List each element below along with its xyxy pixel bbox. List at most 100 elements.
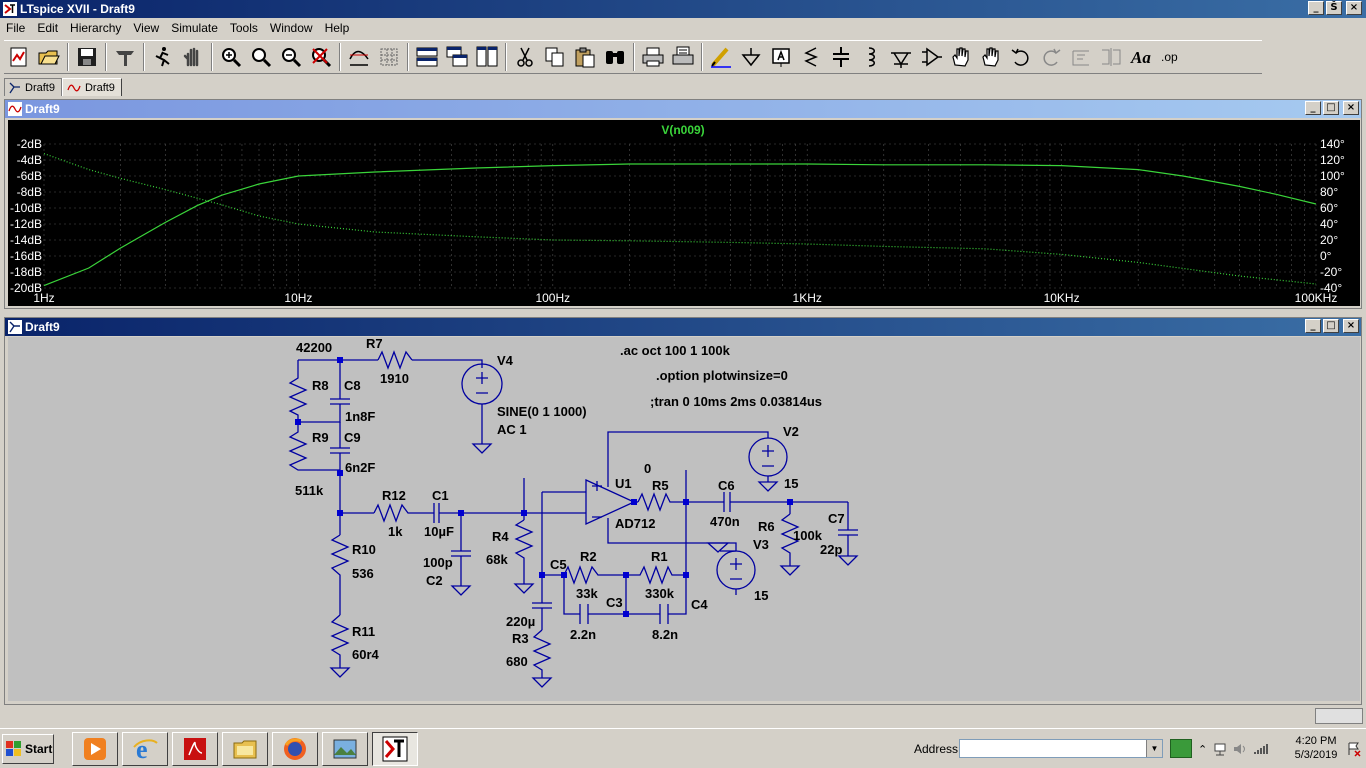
clock[interactable]: 4:20 PM 5/3/2019: [1290, 734, 1342, 762]
resistor-icon[interactable]: [796, 42, 826, 72]
component-label[interactable]: R3: [512, 631, 529, 646]
halt-icon[interactable]: [178, 42, 208, 72]
component-label[interactable]: AC 1: [497, 422, 527, 437]
schematic-close-button[interactable]: ×: [1343, 319, 1359, 333]
schematic-maximize-button[interactable]: □: [1323, 319, 1339, 333]
inductor-icon[interactable]: [856, 42, 886, 72]
acrobat-icon[interactable]: [172, 732, 218, 766]
start-button[interactable]: Start: [2, 734, 54, 764]
menu-edit[interactable]: Edit: [37, 21, 59, 35]
media-player-icon[interactable]: [72, 732, 118, 766]
cascade-icon[interactable]: [442, 42, 472, 72]
internet-explorer-icon[interactable]: e: [122, 732, 168, 766]
wire-icon[interactable]: [706, 42, 736, 72]
component-label[interactable]: U1: [615, 476, 632, 491]
component-label[interactable]: 33k: [576, 586, 598, 601]
file-explorer-icon[interactable]: [222, 732, 268, 766]
component-label[interactable]: R2: [580, 549, 597, 564]
component-label[interactable]: C6: [718, 478, 735, 493]
ltspice-icon[interactable]: [372, 732, 418, 766]
save-icon[interactable]: [72, 42, 102, 72]
menu-file[interactable]: File: [6, 21, 26, 35]
component-label[interactable]: R11: [352, 624, 375, 639]
speaker-icon[interactable]: [1233, 742, 1247, 756]
component-label[interactable]: 8.2n: [652, 627, 678, 642]
spice-directive[interactable]: ;tran 0 10ms 2ms 0.03814us: [650, 394, 822, 409]
restore-button[interactable]: Š: [1326, 1, 1342, 15]
plot-maximize-button[interactable]: □: [1323, 101, 1339, 115]
component-label[interactable]: 2.2n: [570, 627, 596, 642]
close-button[interactable]: ×: [1346, 1, 1362, 15]
component-label[interactable]: 536: [352, 566, 374, 581]
menu-tools[interactable]: Tools: [229, 21, 258, 35]
tab-waveform[interactable]: Draft9: [61, 78, 122, 96]
menu-simulate[interactable]: Simulate: [171, 21, 218, 35]
redo-icon[interactable]: [1036, 42, 1066, 72]
component-label[interactable]: R7: [366, 337, 383, 351]
component-label[interactable]: R10: [352, 542, 376, 557]
trace-label[interactable]: V(n009): [661, 123, 704, 137]
component-label[interactable]: AD712: [615, 516, 655, 531]
cut-icon[interactable]: [510, 42, 540, 72]
run-icon[interactable]: [148, 42, 178, 72]
component-label[interactable]: 10µF: [424, 524, 454, 539]
network-icon[interactable]: [1213, 742, 1227, 756]
component-label[interactable]: V4: [497, 353, 514, 368]
action-center-icon[interactable]: [1346, 741, 1362, 757]
component-label[interactable]: C1: [432, 488, 449, 503]
spice-directive[interactable]: .ac oct 100 1 100k: [620, 343, 731, 358]
component-label[interactable]: R1: [651, 549, 668, 564]
component-label[interactable]: 1k: [388, 524, 403, 539]
firefox-icon[interactable]: [272, 732, 318, 766]
open-icon[interactable]: [34, 42, 64, 72]
capacitor-icon[interactable]: [826, 42, 856, 72]
signal-icon[interactable]: [1253, 742, 1269, 756]
component-label[interactable]: 42200: [296, 340, 332, 355]
component-label[interactable]: SINE(0 1 1000): [497, 404, 587, 419]
address-go-icon[interactable]: [1170, 739, 1192, 758]
component-icon[interactable]: [916, 42, 946, 72]
component-label[interactable]: C5: [550, 557, 567, 572]
schematic-minimize-button[interactable]: _: [1305, 319, 1321, 333]
spice-directive[interactable]: .option plotwinsize=0: [656, 368, 788, 383]
paste-icon[interactable]: [570, 42, 600, 72]
print-icon[interactable]: [638, 42, 668, 72]
component-label[interactable]: R6: [758, 519, 775, 534]
component-label[interactable]: 15: [784, 476, 798, 491]
horizontal-scrollbar[interactable]: [1315, 708, 1363, 724]
minimize-button[interactable]: _: [1308, 1, 1324, 15]
copy-icon[interactable]: [540, 42, 570, 72]
component-label[interactable]: C8: [344, 378, 361, 393]
component-label[interactable]: 330k: [645, 586, 675, 601]
undo-icon[interactable]: [1006, 42, 1036, 72]
grid-icon[interactable]: [374, 42, 404, 72]
component-label[interactable]: V2: [783, 424, 799, 439]
component-label[interactable]: 0: [644, 461, 651, 476]
text-icon[interactable]: Aa: [1126, 42, 1156, 72]
label-icon[interactable]: [766, 42, 796, 72]
component-label[interactable]: C3: [606, 595, 623, 610]
plot-close-button[interactable]: ×: [1343, 101, 1359, 115]
diode-icon[interactable]: [886, 42, 916, 72]
menu-help[interactable]: Help: [324, 21, 350, 35]
component-label[interactable]: R12: [382, 488, 406, 503]
menu-view[interactable]: View: [133, 21, 160, 35]
menu-window[interactable]: Window: [269, 21, 313, 35]
cancel-zoom-icon[interactable]: [306, 42, 336, 72]
tile-vertical-icon[interactable]: [472, 42, 502, 72]
component-label[interactable]: 100k: [793, 528, 823, 543]
tab-schematic[interactable]: Draft9: [4, 78, 62, 96]
spice-directive-icon[interactable]: .op: [1156, 42, 1186, 72]
component-label[interactable]: C9: [344, 430, 361, 445]
component-label[interactable]: R8: [312, 378, 329, 393]
component-label[interactable]: 22p: [820, 542, 842, 557]
component-label[interactable]: 1910: [380, 371, 409, 386]
zoom-fit-icon[interactable]: [246, 42, 276, 72]
component-label[interactable]: V3: [753, 537, 769, 552]
control-panel-icon[interactable]: [110, 42, 140, 72]
rotate-icon[interactable]: [1066, 42, 1096, 72]
component-label[interactable]: R5: [652, 478, 669, 493]
component-label[interactable]: 6n2F: [345, 460, 375, 475]
picture-icon[interactable]: [322, 732, 368, 766]
